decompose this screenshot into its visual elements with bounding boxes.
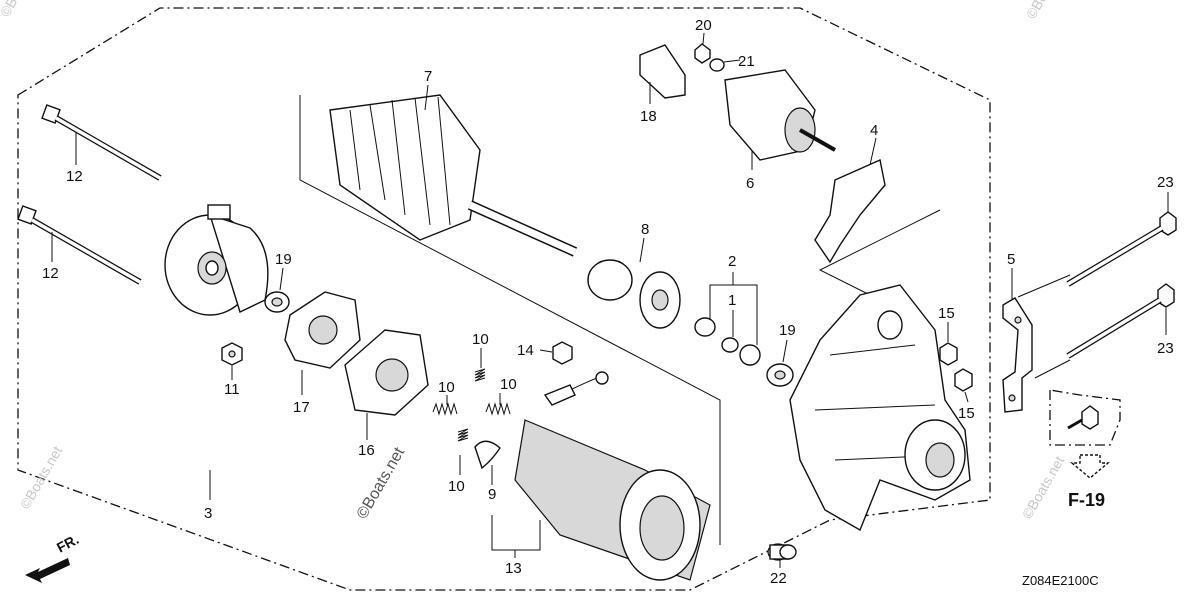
- callout-10-a: 10: [472, 331, 489, 348]
- solenoid-bracket: [818, 209, 941, 301]
- washer-19-right[interactable]: [766, 363, 794, 387]
- watermark-bottom-left: ©Boats.net: [17, 443, 66, 511]
- solenoid-cover-18[interactable]: [639, 44, 686, 99]
- nut-14[interactable]: [552, 341, 573, 365]
- ref-bolt-icon: [1067, 405, 1099, 430]
- callout-11: 11: [224, 381, 240, 398]
- callout-10-b: 10: [438, 379, 455, 396]
- callout-9: 9: [488, 486, 496, 503]
- f19-ref-box: [1049, 389, 1121, 446]
- callout-12-b: 12: [42, 265, 59, 282]
- callout-6: 6: [746, 175, 754, 192]
- callout-2: 2: [728, 253, 736, 270]
- spring-10-c[interactable]: [485, 402, 511, 416]
- callout-19-a: 19: [275, 251, 292, 268]
- callout-23-a: 23: [1157, 174, 1174, 191]
- callout-10-d: 10: [448, 478, 465, 495]
- armature-bracket: [299, 95, 721, 545]
- bolt-12-upper[interactable]: [41, 104, 162, 181]
- callout-19-b: 19: [779, 322, 796, 339]
- collar-2b[interactable]: [739, 344, 761, 366]
- solenoid-6[interactable]: [724, 69, 836, 161]
- bolt-12-lower[interactable]: [17, 205, 142, 285]
- front-housing[interactable]: [789, 284, 971, 532]
- reference-f19[interactable]: F-19: [1068, 490, 1105, 510]
- front-direction-arrow-icon: [25, 558, 70, 583]
- watermark-top-right: ©Boats.net: [1023, 0, 1072, 22]
- callout-15-a: 15: [938, 305, 955, 322]
- bolt-23-lower[interactable]: [1066, 283, 1175, 359]
- clip-9[interactable]: [474, 440, 501, 470]
- callout-1: 1: [728, 292, 736, 309]
- callout-3: 3: [204, 505, 212, 522]
- spring-10-d[interactable]: [457, 428, 469, 442]
- washer-21[interactable]: [709, 58, 725, 72]
- nut-15-upper[interactable]: [939, 342, 958, 366]
- callout-14: 14: [517, 342, 534, 359]
- spring-10-a[interactable]: [474, 368, 486, 382]
- callout-4: 4: [870, 122, 878, 139]
- front-direction-label: FR.: [54, 531, 81, 556]
- callout-5: 5: [1007, 251, 1015, 268]
- collar-1[interactable]: [721, 337, 739, 353]
- rear-cover-3[interactable]: [164, 204, 269, 316]
- assembly-outline: [17, 7, 991, 591]
- bracket-5[interactable]: [1002, 297, 1033, 413]
- stop-ring-2[interactable]: [694, 317, 716, 337]
- callout-21: 21: [738, 53, 755, 70]
- spring-10-b[interactable]: [432, 402, 458, 416]
- callout-10-c: 10: [500, 376, 517, 393]
- bush-22[interactable]: [767, 543, 797, 561]
- brush-holder-16[interactable]: [344, 329, 429, 416]
- shift-lever-4[interactable]: [814, 159, 886, 264]
- watermark-top-left: ©Boats.net: [0, 0, 45, 20]
- nut-11[interactable]: [221, 342, 243, 366]
- callout-8: 8: [641, 221, 649, 238]
- brush-plate-17[interactable]: [284, 291, 361, 369]
- armature-7[interactable]: [329, 94, 578, 257]
- watermark-bottom-right: ©Boats.net: [1019, 453, 1068, 521]
- callout-15-b: 15: [958, 405, 975, 422]
- nut-15-lower[interactable]: [954, 368, 973, 392]
- callout-13: 13: [505, 560, 522, 577]
- callout-18: 18: [640, 108, 657, 125]
- callout-16: 16: [358, 442, 375, 459]
- pinion-gear-8[interactable]: [587, 259, 681, 329]
- yoke-13[interactable]: [514, 371, 711, 581]
- ref-arrow-icon: [1070, 454, 1110, 479]
- callout-23-b: 23: [1157, 340, 1174, 357]
- callout-22: 22: [770, 570, 787, 587]
- diagram-code: Z084E2100C: [1022, 573, 1099, 588]
- callout-17: 17: [293, 399, 310, 416]
- callout-12-a: 12: [66, 168, 83, 185]
- bolt-23-upper[interactable]: [1066, 211, 1177, 287]
- nut-20[interactable]: [694, 43, 711, 64]
- callout-7: 7: [424, 68, 432, 85]
- washer-19-left[interactable]: [264, 291, 290, 313]
- callout-20: 20: [695, 17, 712, 34]
